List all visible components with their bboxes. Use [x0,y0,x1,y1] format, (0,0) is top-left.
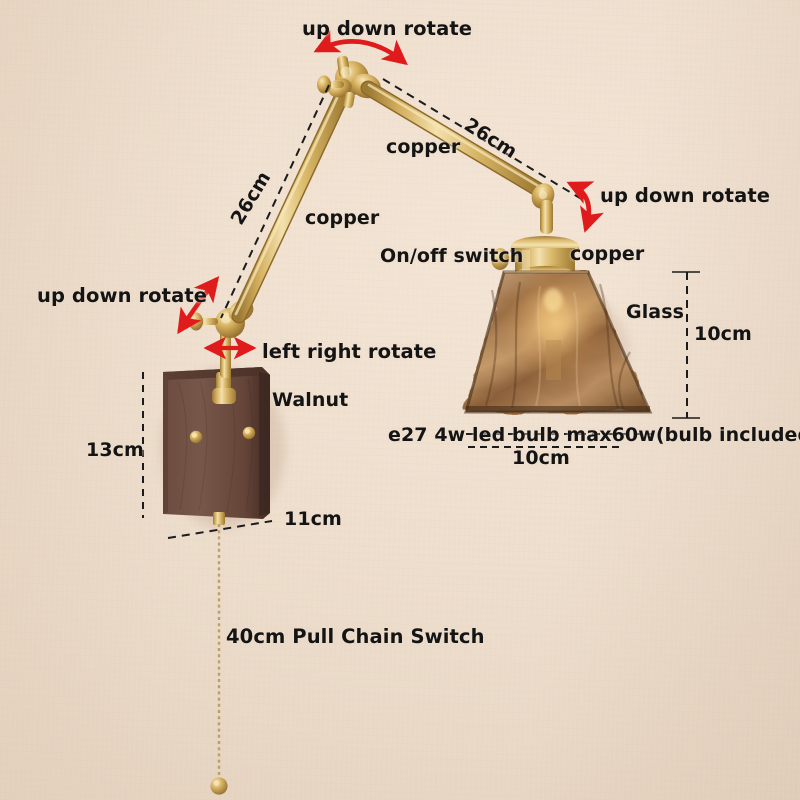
label-copper-lower: copper [305,207,380,229]
rotate-arrow-right [566,181,604,233]
plate-width-dimension-line [167,520,273,539]
rotate-arrow-left [177,276,220,335]
label-copper-upper: copper [386,136,461,158]
on-off-toggle [491,248,522,270]
label-plate-width: 11cm [284,508,342,530]
label-pull-chain: 40cm Pull Chain Switch [226,625,485,648]
label-shade-width: 10cm [512,447,570,469]
lower-arm-copper [231,77,355,324]
walnut-wall-plate [163,367,270,525]
lower-arm-dimension-line [220,84,330,319]
label-right-rotate: up down rotate [600,184,771,207]
label-shade-height: 10cm [694,323,752,345]
shade-height-dimension-line [672,271,700,419]
label-glass: Glass [626,301,685,323]
label-on-off-switch: On/off switch [380,245,524,267]
upper-arm-copper [360,80,547,198]
pull-chain [210,524,228,795]
label-left-right-rotate: left right rotate [262,340,437,363]
glass-shade [464,264,653,414]
label-plate-height: 13cm [86,439,144,461]
rotate-arrow-top [313,29,408,66]
bulb-inside [537,288,569,380]
plate-screw-left [189,430,203,444]
label-left-rotate: up down rotate [37,284,208,307]
plate-screw-right [242,426,256,440]
label-walnut: Walnut [272,389,349,411]
upper-arm-dimension-line [382,78,589,204]
right-elbow-joint [531,183,555,234]
label-bulb-spec: e27 4w led bulb max60w(bulb included) [388,424,800,446]
label-top-rotate: up down rotate [302,17,473,40]
label-copper-socket: copper [570,243,645,265]
